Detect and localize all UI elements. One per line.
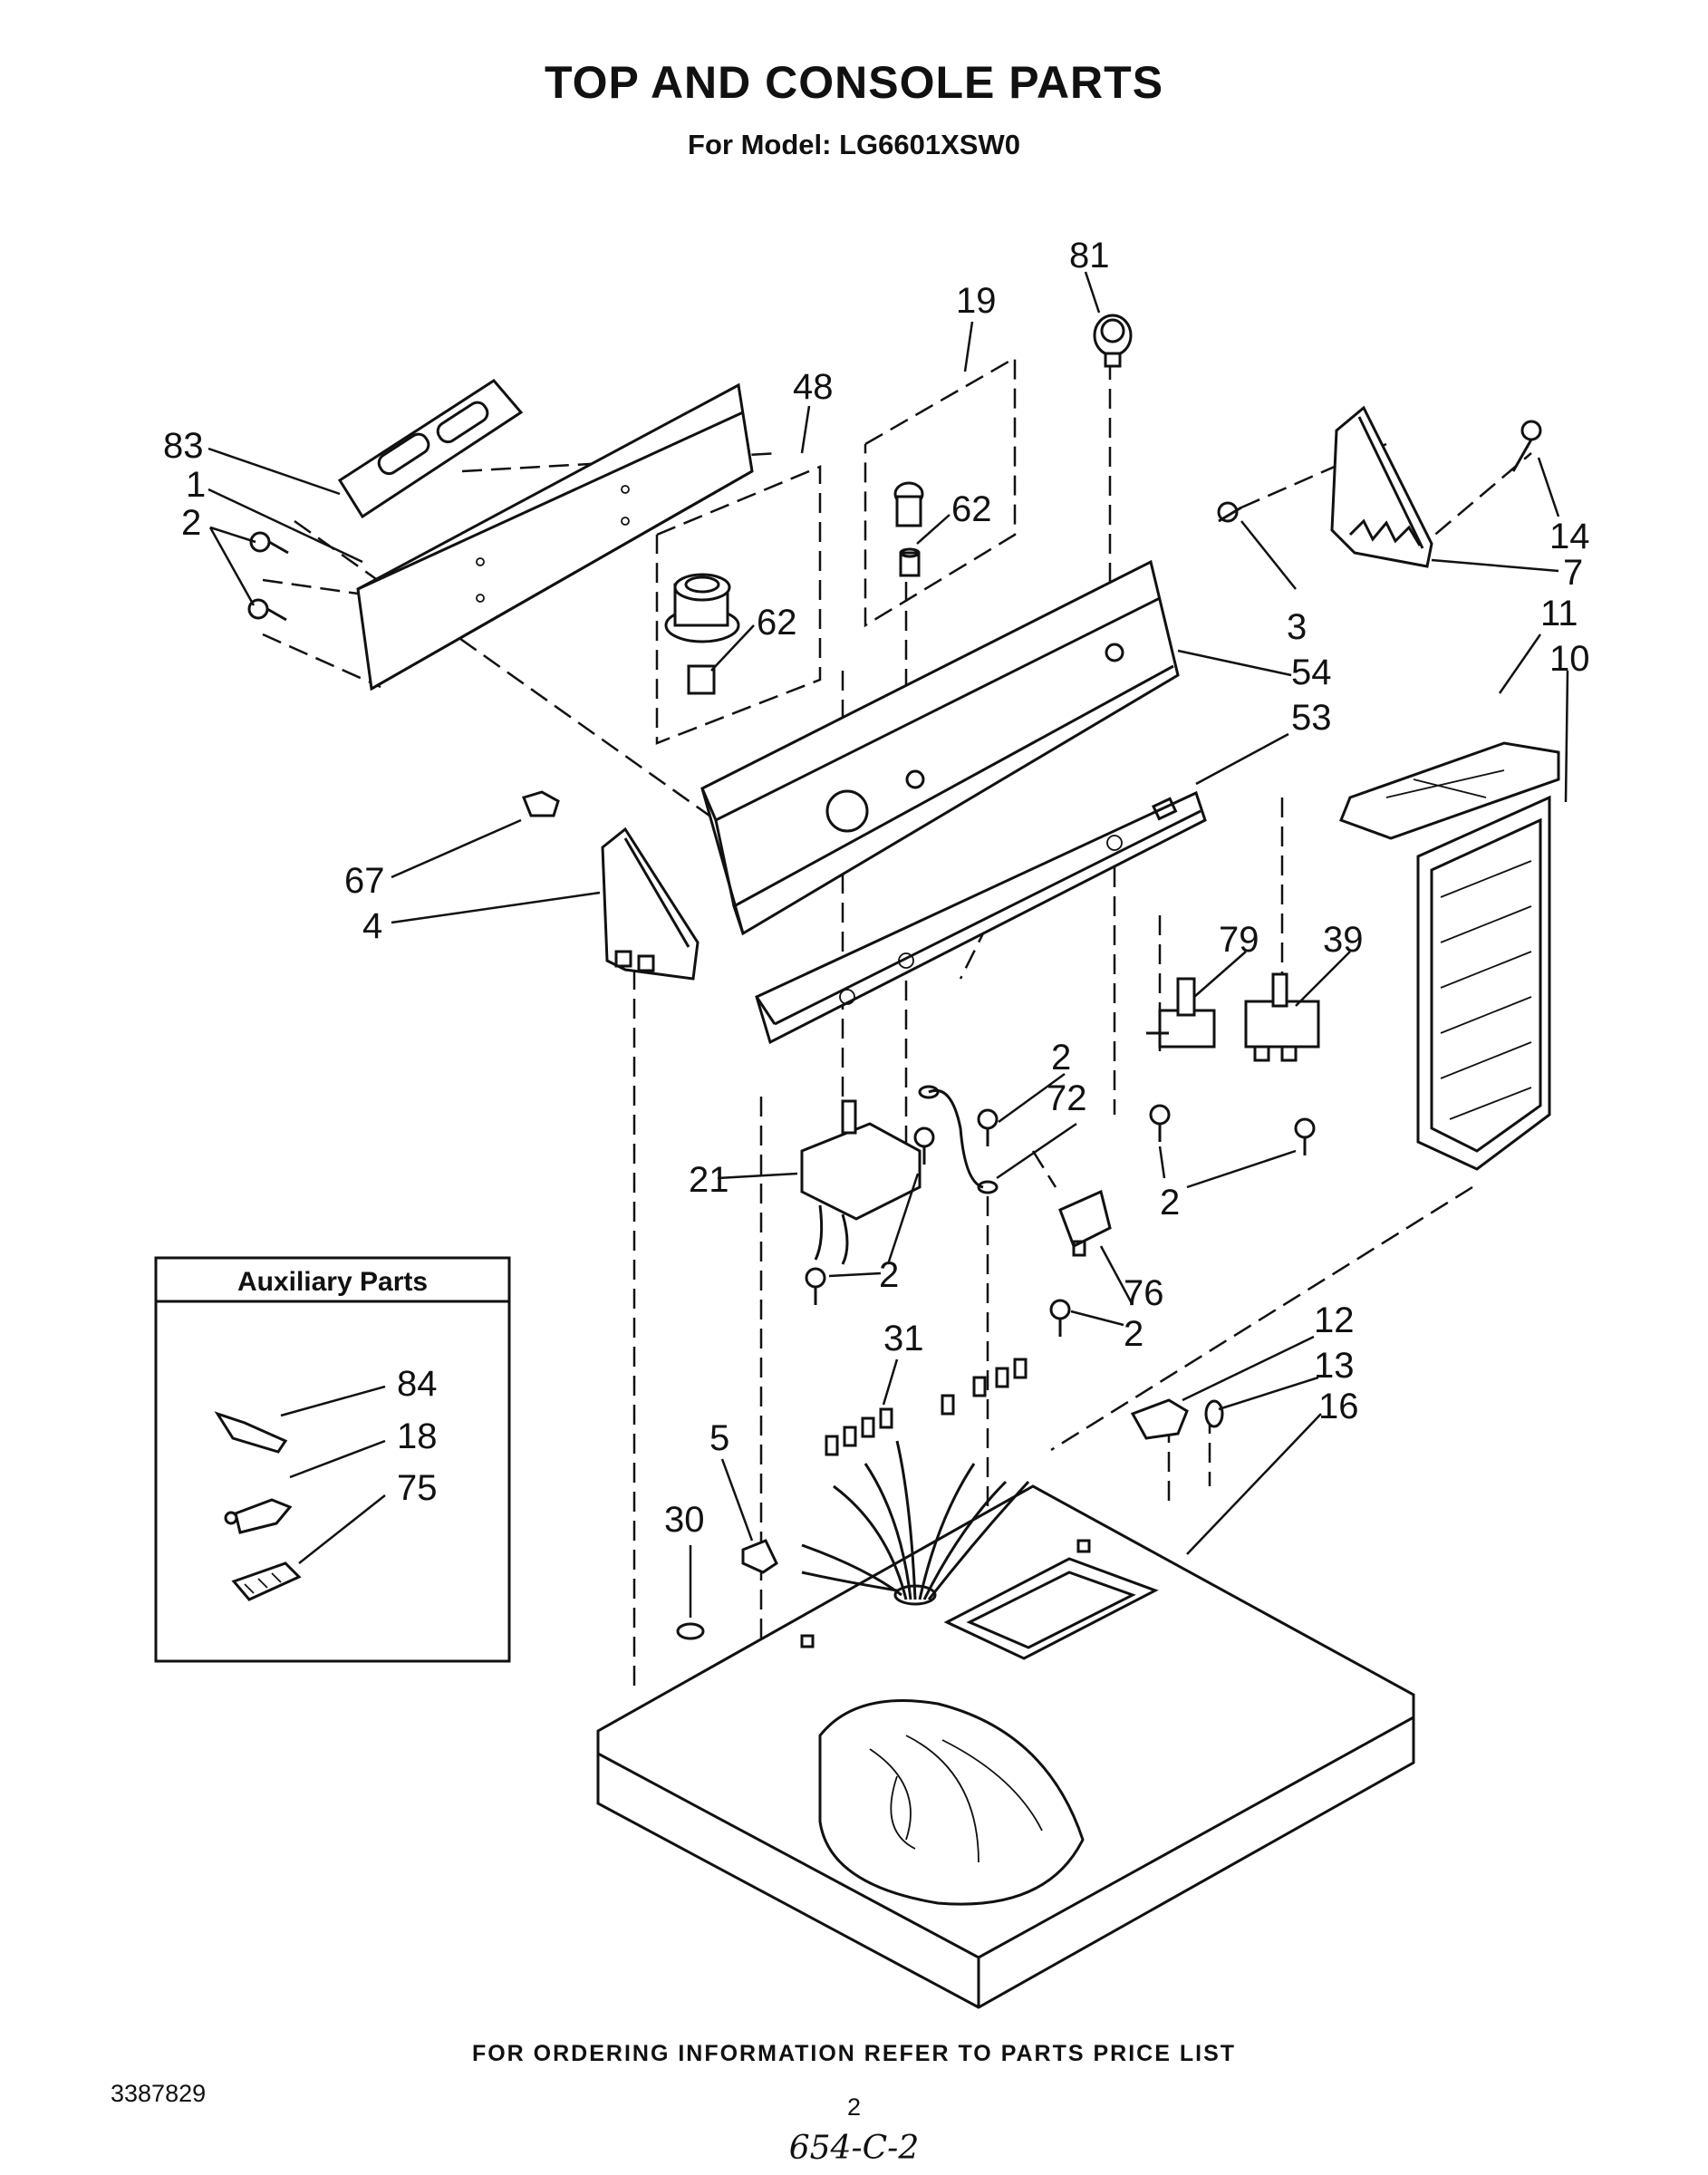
callout-11: 11 <box>1540 594 1578 633</box>
wiring-harness <box>801 1358 1085 1906</box>
auxiliary-parts-title: Auxiliary Parts <box>237 1267 428 1297</box>
document-number: 3387829 <box>111 2080 207 2107</box>
callout-62-lower: 62 <box>757 603 797 643</box>
callout-83: 83 <box>163 426 204 466</box>
switch-39 <box>1244 972 1320 1062</box>
callout-31: 31 <box>883 1319 924 1358</box>
callout-3: 3 <box>1287 607 1307 647</box>
callout-12: 12 <box>1314 1300 1355 1340</box>
callout-81: 81 <box>1069 236 1110 276</box>
callout-53: 53 <box>1291 698 1332 738</box>
callout-30: 30 <box>664 1500 705 1540</box>
callout-39: 39 <box>1323 920 1364 960</box>
callout-76: 76 <box>1124 1273 1164 1313</box>
console-bracket <box>337 379 524 519</box>
group-box-19 <box>864 355 1017 628</box>
clip-67 <box>521 790 560 817</box>
switch-79 <box>1146 977 1216 1049</box>
knob-81 <box>1093 314 1133 368</box>
wire-72 <box>913 1085 999 1194</box>
leader-lines <box>207 271 1569 1618</box>
lint-screen-cover <box>1339 741 1560 840</box>
lint-screen <box>1416 795 1551 1171</box>
callout-2-wire: 2 <box>1051 1038 1071 1078</box>
ordering-note: FOR ORDERING INFORMATION REFER TO PARTS … <box>471 2041 1237 2066</box>
end-cap-left <box>601 826 700 981</box>
callout-1: 1 <box>186 465 206 505</box>
end-cap-right <box>1330 405 1433 568</box>
callout-79: 79 <box>1219 920 1259 960</box>
screw-13 <box>1204 1399 1224 1428</box>
part-12 <box>1130 1398 1189 1440</box>
callout-2-bottom: 2 <box>1124 1314 1143 1354</box>
callout-2-panel: 2 <box>181 503 201 543</box>
knob-19-group <box>893 481 924 577</box>
callout-21: 21 <box>689 1160 729 1200</box>
console-mounting-bracket <box>755 790 1207 1045</box>
aux-callout-84: 84 <box>397 1364 438 1404</box>
callout-48: 48 <box>793 367 834 407</box>
page-number: 2 <box>846 2093 862 2121</box>
callout-numbers: 81 19 48 83 1 2 62 62 14 7 3 54 11 10 53… <box>163 236 1590 1540</box>
screws-2-switches <box>1149 1104 1316 1155</box>
callout-4: 4 <box>362 906 382 946</box>
console-control-panel <box>700 559 1180 936</box>
callout-67: 67 <box>344 861 385 901</box>
callout-16: 16 <box>1318 1387 1359 1426</box>
aux-part-75 <box>231 1494 386 1601</box>
callout-5: 5 <box>709 1418 729 1458</box>
callout-54: 54 <box>1291 652 1332 692</box>
callout-13: 13 <box>1314 1346 1355 1386</box>
part-5 <box>741 1539 778 1574</box>
callout-62-upper: 62 <box>951 489 992 529</box>
aux-part-84 <box>214 1385 386 1454</box>
part-76 <box>1049 1189 1112 1337</box>
part-30 <box>676 1622 705 1640</box>
callout-7: 7 <box>1563 553 1583 593</box>
callout-72: 72 <box>1047 1078 1087 1118</box>
knob-48-group <box>664 573 740 695</box>
screw-3 <box>1217 501 1242 523</box>
callout-14: 14 <box>1549 517 1590 556</box>
callout-19: 19 <box>956 281 997 321</box>
rear-console-panel <box>356 382 754 691</box>
timer-21 <box>800 1099 922 1305</box>
callout-2-timer: 2 <box>879 1255 899 1295</box>
handwritten-note: 654-C-2 <box>788 2130 920 2167</box>
aux-part-18 <box>224 1439 386 1534</box>
aux-callout-18: 18 <box>397 1416 438 1456</box>
auxiliary-parts-box: Auxiliary Parts 84 18 75 <box>154 1256 511 1663</box>
aux-callout-75: 75 <box>397 1468 438 1508</box>
group-box-48 <box>655 465 822 745</box>
callout-10: 10 <box>1549 639 1590 679</box>
dryer-top-panel <box>596 1484 1415 2009</box>
screw-14 <box>1511 420 1542 472</box>
page-title: TOP AND CONSOLE PARTS <box>544 57 1164 108</box>
callout-2-switch: 2 <box>1160 1183 1180 1223</box>
screws-2-left <box>247 531 289 622</box>
model-subtitle: For Model: LG6601XSW0 <box>688 129 1020 160</box>
